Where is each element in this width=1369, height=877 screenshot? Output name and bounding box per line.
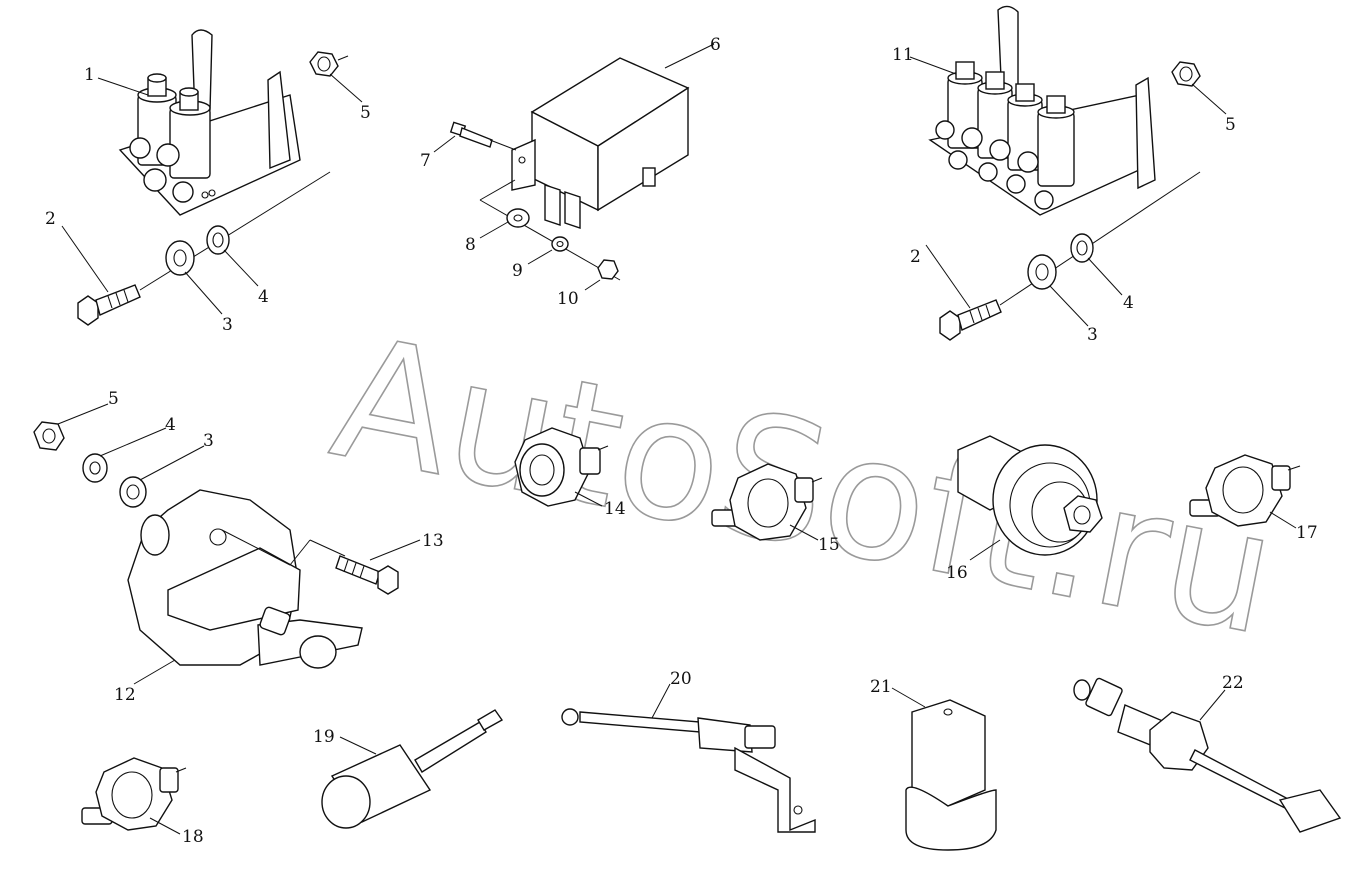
label-22: 22 <box>1222 673 1244 693</box>
label-4: 4 <box>258 287 269 307</box>
label-4-right: 4 <box>1123 293 1134 313</box>
label-15: 15 <box>818 535 840 555</box>
part-14-sensor <box>514 427 609 507</box>
part-19-temperature-sender <box>321 709 504 829</box>
label-6: 6 <box>710 35 721 55</box>
label-8: 8 <box>465 235 476 255</box>
part-5-nut-right <box>1171 61 1201 87</box>
label-3: 3 <box>222 315 233 335</box>
label-2-right: 2 <box>910 247 921 267</box>
part-7-screw <box>449 121 493 148</box>
part-22-level-sensor <box>1073 677 1342 833</box>
part-5-nut <box>309 51 339 77</box>
part-17-sensor <box>1189 454 1301 527</box>
label-4-mid: 4 <box>165 415 176 435</box>
part-3-washer-mid <box>119 476 147 508</box>
part-13-bolt <box>335 555 399 595</box>
part-4-lock-washer-mid <box>82 453 108 483</box>
part-9-lock-washer <box>551 236 569 252</box>
part-2-bolt <box>77 284 141 326</box>
label-21: 21 <box>870 677 892 697</box>
part-10-nut <box>597 259 619 280</box>
part-6-relay <box>511 57 690 229</box>
label-12: 12 <box>114 685 136 705</box>
part-20-sensor-bracket <box>561 708 816 833</box>
callout-labels: 1 2 3 4 5 6 7 8 9 10 11 5 2 3 4 5 4 3 13… <box>45 35 1318 847</box>
part-16-pressure-switch <box>957 435 1103 556</box>
label-14: 14 <box>604 499 626 519</box>
part-3-washer-right <box>1027 254 1057 290</box>
label-5-right: 5 <box>1225 115 1236 135</box>
label-13: 13 <box>422 531 444 551</box>
label-5: 5 <box>360 103 371 123</box>
label-3-right: 3 <box>1087 325 1098 345</box>
label-20: 20 <box>670 669 692 689</box>
part-21-cap <box>905 699 997 851</box>
part-18-sensor <box>81 757 187 831</box>
label-5-mid: 5 <box>108 389 119 409</box>
label-2: 2 <box>45 209 56 229</box>
part-12-handle-valve <box>127 489 363 669</box>
part-8-washer <box>506 208 530 228</box>
label-16: 16 <box>946 563 968 583</box>
label-7: 7 <box>420 151 431 171</box>
part-4-lock-washer-right <box>1070 233 1094 263</box>
label-1: 1 <box>84 65 95 85</box>
part-2-bolt-right <box>939 299 1002 341</box>
part-11-quad-valve <box>928 5 1156 216</box>
label-11: 11 <box>892 45 914 65</box>
label-10: 10 <box>557 289 579 309</box>
label-19: 19 <box>313 727 335 747</box>
part-4-lock-washer <box>206 225 230 255</box>
part-3-washer <box>165 240 195 276</box>
label-9: 9 <box>512 261 523 281</box>
label-18: 18 <box>182 827 204 847</box>
part-15-sensor <box>711 463 823 541</box>
label-3-mid: 3 <box>203 431 214 451</box>
label-17: 17 <box>1296 523 1318 543</box>
part-1-double-valve <box>118 29 301 216</box>
part-5-nut-mid <box>33 421 65 451</box>
